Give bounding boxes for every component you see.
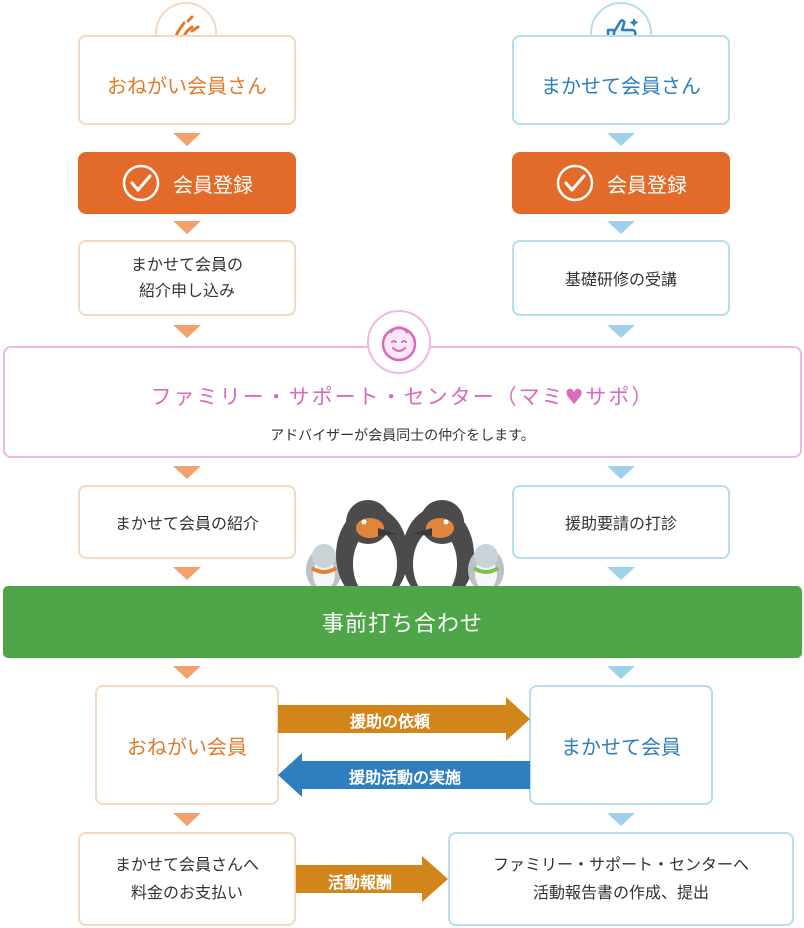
right-title: まかせて会員さん bbox=[541, 73, 701, 98]
arrow-down-icon bbox=[607, 466, 635, 479]
arrow-down-icon bbox=[607, 666, 635, 679]
arrow-down-icon bbox=[607, 325, 635, 338]
perform-label: 援助活動の実施 bbox=[348, 768, 461, 787]
arrow-down-icon bbox=[173, 567, 201, 580]
request-label: 援助の依頼 bbox=[349, 712, 430, 731]
right-final-label: ファミリー・サポート・センターへ 活動報告書の作成、提出 bbox=[492, 855, 749, 902]
left-final-box: まかせて会員さんへ 料金のお支払い bbox=[78, 832, 296, 926]
left-step2-label: まかせて会員の 紹介申し込み bbox=[130, 255, 243, 300]
center-title: ファミリー・サポート・センター（マミ♥サポ） bbox=[150, 385, 655, 409]
arrow-down-icon bbox=[607, 221, 635, 234]
arrow-down-icon bbox=[607, 133, 635, 146]
arrow-down-icon bbox=[173, 325, 201, 338]
left-register-label: 会員登録 bbox=[173, 172, 253, 197]
left-title-box: おねがい会員さん bbox=[78, 35, 296, 125]
arrow-down-icon bbox=[173, 133, 201, 146]
left-step3-box: まかせて会員の紹介 bbox=[78, 485, 296, 559]
left-step2-box: まかせて会員の 紹介申し込み bbox=[78, 240, 296, 316]
right-final-box: ファミリー・サポート・センターへ 活動報告書の作成、提出 bbox=[448, 832, 794, 926]
left-final-label: まかせて会員さんへ 料金のお支払い bbox=[114, 855, 259, 902]
right-step3-label: 援助要請の打診 bbox=[564, 514, 677, 533]
right-register-label: 会員登録 bbox=[607, 172, 687, 197]
arrow-down-icon bbox=[173, 466, 201, 479]
left-member-box: おねがい会員 bbox=[95, 685, 279, 805]
left-register-box: 会員登録 bbox=[78, 152, 296, 214]
right-member-label: まかせて会員 bbox=[561, 734, 681, 759]
arrow-down-icon bbox=[173, 666, 201, 679]
center-desc: アドバイザーが会員同士の仲介をします。 bbox=[270, 428, 535, 444]
right-step2-box: 基礎研修の受講 bbox=[512, 240, 730, 316]
arrow-down-icon bbox=[607, 567, 635, 580]
arrow-down-icon bbox=[173, 221, 201, 234]
request-arrow bbox=[278, 697, 530, 741]
arrow-down-icon bbox=[173, 813, 201, 826]
left-step3-label: まかせて会員の紹介 bbox=[114, 514, 259, 533]
check-circle-icon bbox=[556, 164, 594, 202]
meeting-bar: 事前打ち合わせ bbox=[3, 586, 802, 658]
perform-arrow bbox=[278, 753, 530, 797]
right-member-box: まかせて会員 bbox=[529, 685, 713, 805]
left-title: おねがい会員さん bbox=[107, 73, 267, 98]
right-register-box: 会員登録 bbox=[512, 152, 730, 214]
penguins-illustration bbox=[306, 500, 504, 590]
left-member-label: おねがい会員 bbox=[127, 734, 247, 759]
right-step3-box: 援助要請の打診 bbox=[512, 485, 730, 559]
check-circle-icon bbox=[122, 164, 160, 202]
right-title-box: まかせて会員さん bbox=[512, 35, 730, 125]
meeting-label: 事前打ち合わせ bbox=[321, 612, 483, 637]
reward-label: 活動報酬 bbox=[327, 873, 392, 892]
arrow-down-icon bbox=[607, 813, 635, 826]
reward-arrow bbox=[296, 856, 448, 902]
right-step2-label: 基礎研修の受講 bbox=[564, 270, 677, 289]
baby-face-icon bbox=[367, 310, 431, 374]
